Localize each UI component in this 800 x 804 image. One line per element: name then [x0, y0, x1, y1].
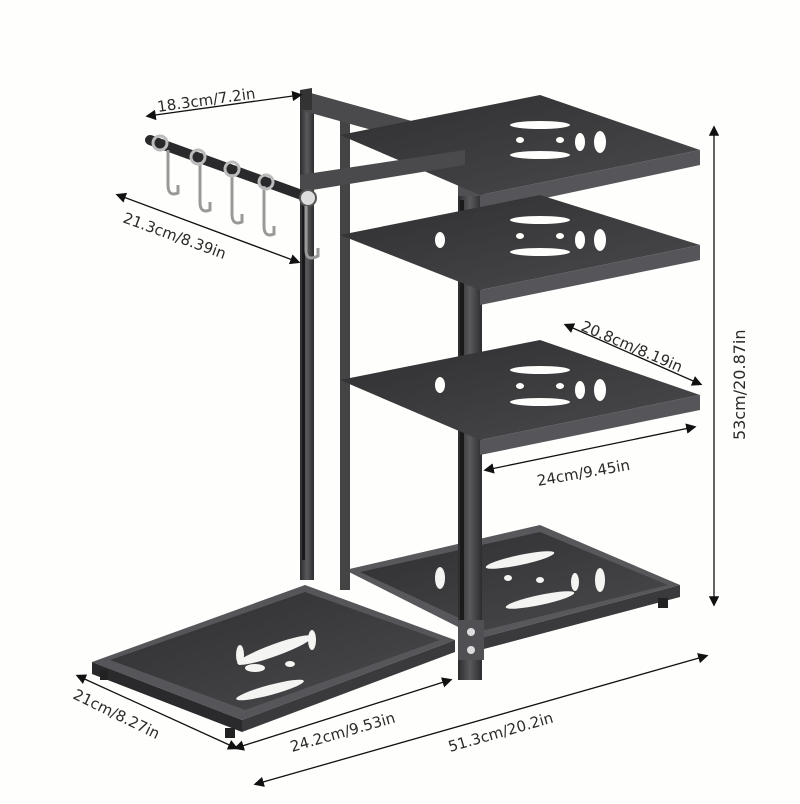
base-left-panel — [92, 585, 455, 738]
dim-hook-bar-length: 18.3cm/7.2in — [156, 84, 256, 116]
base-right-panel — [345, 525, 680, 650]
dim-shelf-depth: 24cm/9.45in — [536, 456, 632, 490]
shelf-middle — [340, 195, 700, 305]
dim-total-base-length: 51.3cm/20.2in — [446, 709, 555, 756]
dim-total-height: 53cm/20.87in — [730, 329, 749, 440]
dim-hook-bar-depth: 21.3cm/8.39in — [121, 209, 229, 263]
shelf-top — [340, 95, 700, 212]
